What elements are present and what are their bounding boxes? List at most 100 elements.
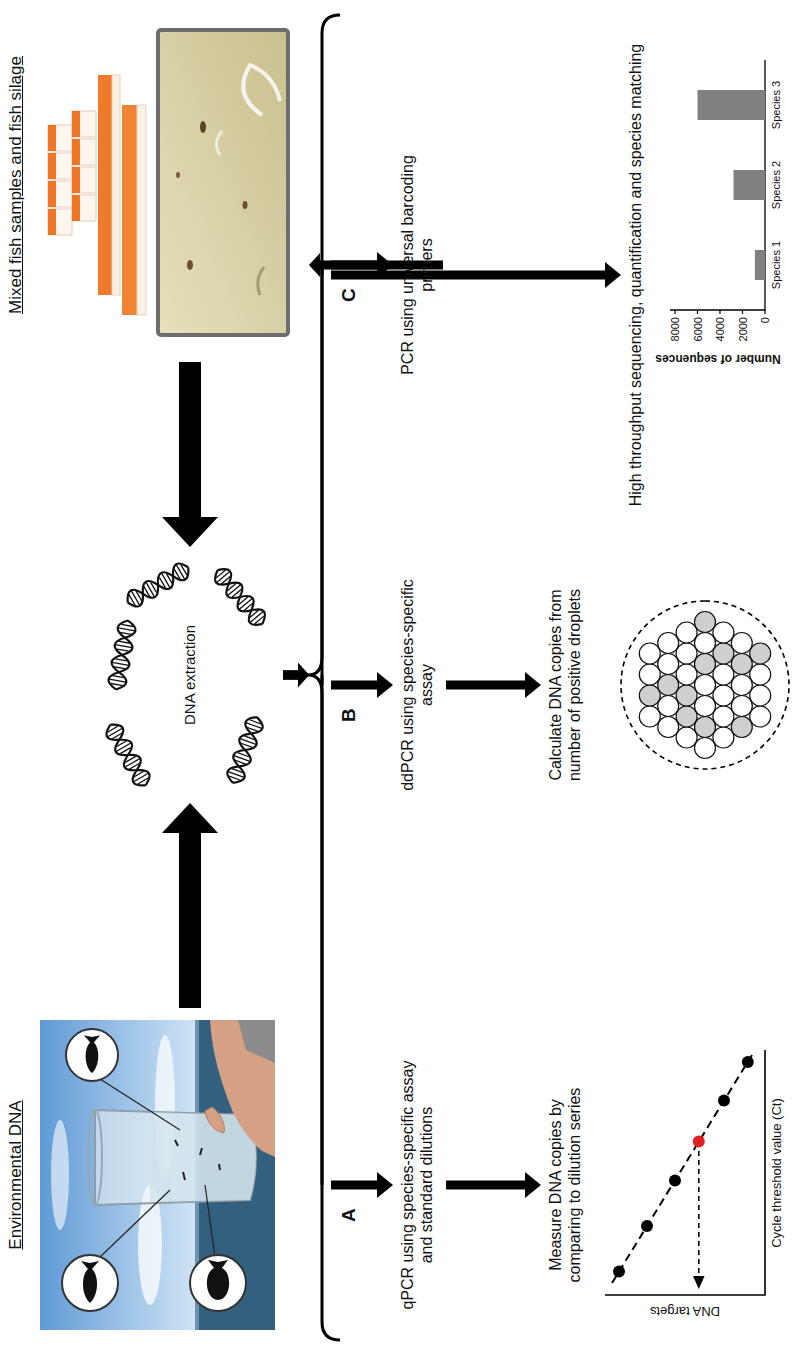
sequence-bar-chart [755,250,765,280]
crab-stick-photo [48,125,72,151]
arrow-head [525,1172,541,1198]
flow-arrow [309,253,621,288]
axis-title: Number of sequences [655,352,780,366]
droplet [676,643,697,664]
droplet [695,675,716,696]
arrow-head [162,517,218,547]
sequence-bar-chart [675,310,765,314]
crab-stick-photo [72,111,96,137]
edna-photo [150,1112,256,1202]
droplet [639,706,660,727]
droplet [658,696,679,717]
brace-bar [321,265,324,675]
tick-label: 2000 [736,317,750,361]
panel-heading: Environmental DNA [6,1020,26,1330]
arrow-shaft [331,681,378,690]
droplet [731,696,752,717]
flow-arrow [162,803,218,1008]
step-text: PCR using universal barcoding primers [398,155,440,375]
standard-curve-chart [742,1056,754,1068]
droplet [750,685,771,706]
standard-curve-chart [605,1050,765,1295]
droplet [750,664,771,685]
step-label: Calculate DNA copies from number of posi… [546,565,584,805]
droplet [731,717,752,738]
branch-letter: A [338,1206,360,1224]
step-text: High throughput sequencing, quantificati… [626,5,649,545]
droplet [713,727,734,748]
edna-photo [66,1029,118,1081]
standard-curve-chart [718,1095,730,1107]
droplet [658,717,679,738]
arrow-head [298,663,309,687]
edna-photo [81,1261,99,1303]
droplet [695,654,716,675]
dna-helix-icons [123,560,193,611]
edna-photo [100,1190,170,1257]
step-text: Calculate DNA copies from number of posi… [546,565,588,805]
fish-silage-photo [176,172,180,178]
edna-photo [175,1140,220,1180]
tick-label: 6000 [691,317,705,361]
crab-stick-photo [72,111,80,137]
photo-panel: Environmental DNA [6,1020,280,1330]
dna-helix-icons [211,564,270,629]
arrow-head [605,262,621,288]
droplet [750,706,771,727]
tick-label: 4000 [713,317,727,361]
crab-stick-photo [48,153,72,179]
crab-stick-photo [48,75,146,315]
edna-photo [190,1255,246,1311]
arrow-shaft [446,1181,526,1190]
droplet [639,643,660,664]
standard-curve-chart [605,1050,765,1295]
droplet [695,717,716,738]
dna-helix-icons [103,720,154,790]
arrow-head [525,672,541,698]
droplet [676,706,697,727]
crab-stick-photo [137,105,146,315]
droplet [658,633,679,654]
standard-curve-chart [613,1266,625,1278]
arrow-head [298,663,309,687]
droplet [695,696,716,717]
edna-photo [207,1260,229,1300]
edna-photo [62,1255,118,1311]
standard-curve-chart [693,1276,705,1289]
arrow-shaft [179,832,201,1008]
arrow-shaft [446,681,526,690]
droplet [750,643,771,664]
droplet [695,612,716,633]
crab-stick-photo [98,75,112,295]
droplet-partition [621,601,789,769]
droplet [676,727,697,748]
droplet [695,738,716,759]
photo-panel: Mixed fish samples and fish silage [6,20,296,350]
flow-arrow [283,663,393,1198]
arrow-shaft [331,271,606,280]
droplet [713,643,734,664]
sequence-bar-chart [698,90,766,120]
dna-helix-icons [103,560,270,790]
edna-photo [88,1110,102,1205]
flow-arrow [283,252,393,687]
droplet [695,633,716,654]
step-text: Measure DNA copies by comparing to dilut… [546,1070,588,1300]
tick-label: 0 [758,317,772,361]
brace-bar [321,675,324,685]
fish-silage-photo [216,131,222,155]
flow-arrow [446,672,541,698]
step-label: ddPCR using species-specific assay [398,565,436,805]
flow-arrow [283,663,393,698]
droplet [658,675,679,696]
dna-helix-icons [225,714,266,786]
droplet [731,654,752,675]
crab-stick-photo [72,167,80,193]
brace-bar [321,675,324,1185]
branch-letter: B [338,706,360,724]
standard-curve-chart [698,1151,700,1277]
fish-silage-photo [258,267,264,295]
